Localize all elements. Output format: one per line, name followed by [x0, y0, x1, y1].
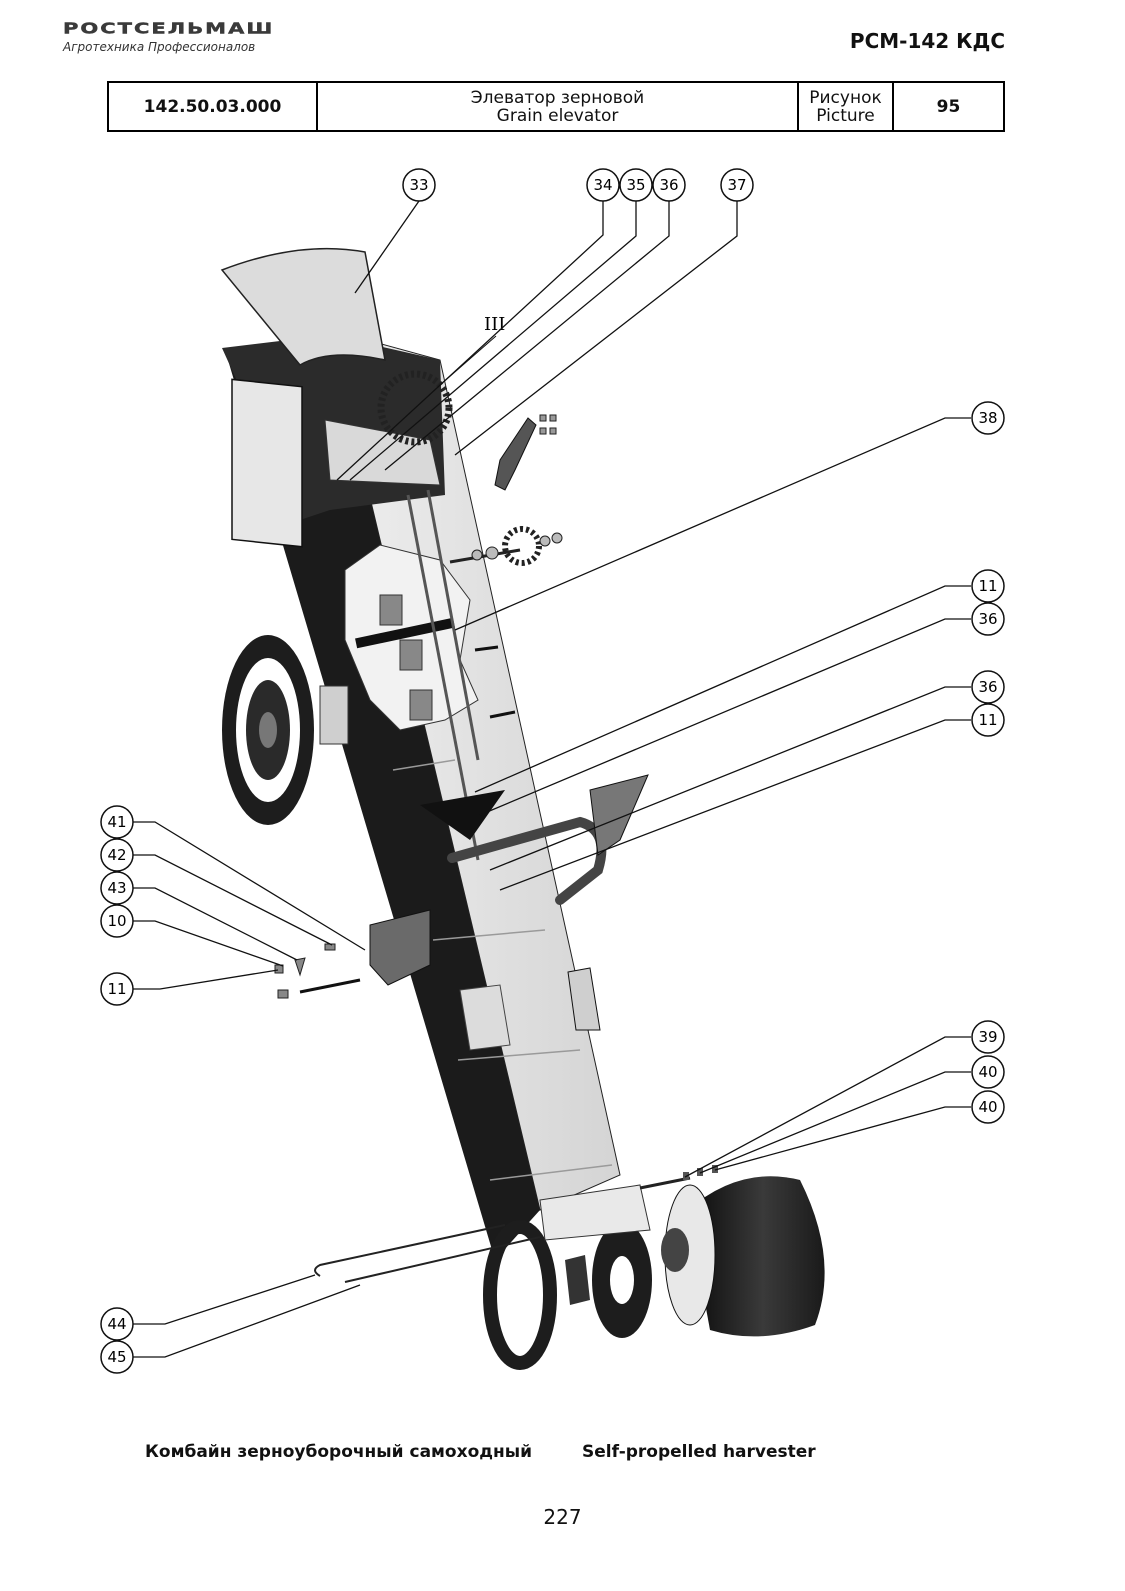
brand-logo: РОСТСЕЛЬМАШ	[63, 20, 275, 38]
head-sprocket	[377, 370, 453, 446]
elevator-casing-front	[329, 329, 621, 1211]
callout-label: 33	[409, 176, 428, 194]
lower-side-plate	[567, 967, 601, 1031]
leader-lines	[133, 200, 971, 1358]
callout-label: 36	[978, 610, 997, 628]
caption-ru: Комбайн зерноуборочный самоходный	[145, 1442, 533, 1462]
bottom-drum	[661, 1176, 825, 1337]
shaft-parts	[449, 526, 563, 566]
picture-label-cell: Рисунок Picture	[799, 83, 894, 130]
exploded-assembly-drawing: III	[100, 168, 1005, 1374]
callout-label: 11	[978, 711, 997, 729]
callout-bubbles	[100, 168, 1005, 1374]
callout-label: 11	[978, 577, 997, 595]
head-side-plate	[231, 378, 303, 548]
callout-label: 42	[107, 846, 126, 864]
bottom-disc-left	[483, 1220, 557, 1370]
assembly-name-cell: Элеватор зерновой Grain elevator	[318, 83, 799, 130]
inner-paddles	[379, 594, 433, 721]
callout-label: 40	[978, 1098, 997, 1116]
brand-tagline: Агротехника Профессионалов	[63, 40, 256, 54]
tension-rod-45	[344, 1236, 541, 1283]
callout-labels: 33 34 35 36 37 38 11 36 36 11 41 42 43 1…	[107, 176, 997, 1366]
side-bolts	[474, 645, 516, 719]
caption-en: Self-propelled harvester	[582, 1442, 816, 1462]
assembly-name-ru: Элеватор зерновой	[470, 87, 645, 108]
bottom-bearing	[565, 1255, 590, 1305]
callout-label: 39	[978, 1028, 997, 1046]
callout-label: 35	[626, 176, 645, 194]
upper-bracket	[494, 417, 537, 491]
upper-fasteners	[539, 414, 557, 435]
view-label: III	[484, 314, 505, 335]
casing-seams	[392, 759, 613, 1181]
callout-label: 38	[978, 409, 997, 427]
tube-bracket	[589, 774, 649, 856]
picture-label-en: Picture	[816, 105, 875, 126]
callout-label: 45	[107, 1348, 126, 1366]
model-name: РСМ-142 КДС	[849, 29, 1005, 53]
adjust-rod	[639, 1176, 691, 1190]
callout-label: 37	[727, 176, 746, 194]
top-cover-33	[220, 247, 386, 366]
picture-label-ru: Рисунок	[809, 87, 882, 108]
bottom-plate	[539, 1184, 651, 1241]
lower-inner-plate	[459, 984, 511, 1051]
picture-number: 95	[936, 96, 961, 117]
deflector-plate	[420, 790, 505, 840]
callout-label: 36	[978, 678, 997, 696]
tension-rod-44	[314, 1224, 506, 1277]
callout-label: 36	[659, 176, 678, 194]
elevator-casing-side	[228, 330, 540, 1260]
callout-label: 41	[107, 813, 126, 831]
page-number: 227	[543, 1505, 582, 1529]
sensor-fasteners	[274, 943, 361, 999]
callout-label: 43	[107, 879, 126, 897]
drive-pulley	[222, 635, 349, 825]
callout-label: 10	[107, 912, 126, 930]
paddle-38	[355, 617, 455, 649]
callout-label: 11	[107, 980, 126, 998]
callout-label: 40	[978, 1063, 997, 1081]
sensor-bracket	[369, 909, 431, 986]
part-number-cell: 142.50.03.000	[109, 83, 318, 130]
title-block: 142.50.03.000 Элеватор зерновой Grain el…	[107, 81, 1005, 132]
assembly-name-en: Grain elevator	[496, 105, 619, 126]
callout-label: 44	[107, 1315, 126, 1333]
callout-label: 34	[593, 176, 612, 194]
part-number: 142.50.03.000	[143, 96, 282, 117]
picture-number-cell: 95	[894, 83, 1003, 130]
